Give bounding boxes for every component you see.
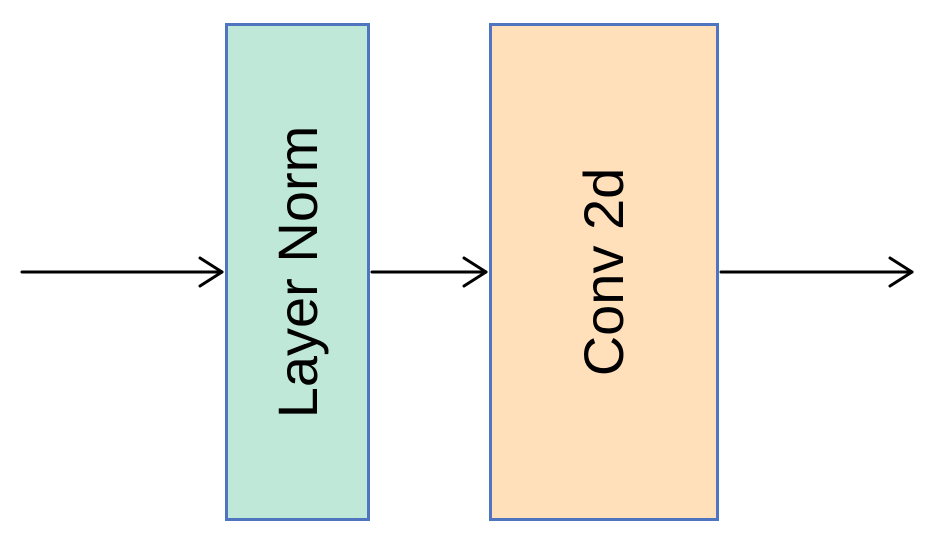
layer-norm-block: Layer Norm: [225, 23, 370, 521]
input-arrow: [20, 256, 224, 288]
layer-norm-label: Layer Norm: [265, 125, 329, 419]
conv2d-label: Conv 2d: [572, 167, 635, 377]
output-arrow: [719, 256, 914, 288]
middle-arrow: [370, 256, 488, 288]
conv2d-block: Conv 2d: [489, 23, 719, 521]
